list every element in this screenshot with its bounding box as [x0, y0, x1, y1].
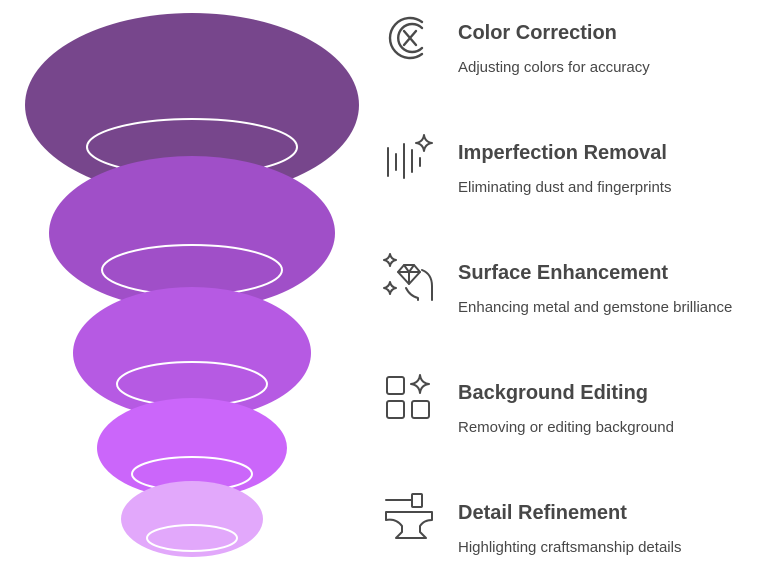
step-title: Background Editing	[458, 382, 648, 404]
color-correction-icon	[388, 16, 424, 60]
step-color-correction: Color Correction Adjusting colors for ac…	[380, 12, 769, 102]
funnel-layer-5-body	[121, 481, 263, 557]
step-imperfection-removal: Imperfection Removal Eliminating dust an…	[380, 132, 769, 222]
step-title: Imperfection Removal	[458, 142, 667, 164]
funnel-stack	[25, 13, 359, 557]
step-description: Enhancing metal and gemstone brilliance	[458, 299, 733, 316]
step-background-editing: Background Editing Removing or editing b…	[380, 372, 769, 462]
funnel-layer-3-body	[73, 287, 311, 419]
step-description: Removing or editing background	[458, 419, 674, 436]
funnel-layer-5	[121, 481, 263, 557]
anvil-hammer-icon	[385, 493, 433, 539]
funnel-layer-4-body	[97, 398, 287, 498]
sparkle-lines-icon	[387, 134, 433, 179]
funnel-layer-1-body	[25, 13, 359, 197]
funnel-layer-5-ring	[146, 524, 238, 552]
step-description: Highlighting craftsmanship details	[458, 539, 682, 556]
funnel-layer-2-body	[49, 156, 335, 310]
grid-sparkle-icon	[386, 374, 430, 419]
step-surface-enhancement: Surface Enhancement Enhancing metal and …	[380, 252, 769, 342]
step-detail-refinement: Detail Refinement Highlighting craftsman…	[380, 492, 769, 582]
hand-gem-sparkle-icon	[383, 253, 433, 301]
step-title: Detail Refinement	[458, 502, 627, 524]
step-title: Surface Enhancement	[458, 262, 669, 284]
step-title: Color Correction	[458, 22, 617, 44]
step-description: Eliminating dust and fingerprints	[458, 179, 672, 196]
funnel-layer-2	[49, 156, 335, 310]
step-description: Adjusting colors for accuracy	[458, 59, 650, 76]
